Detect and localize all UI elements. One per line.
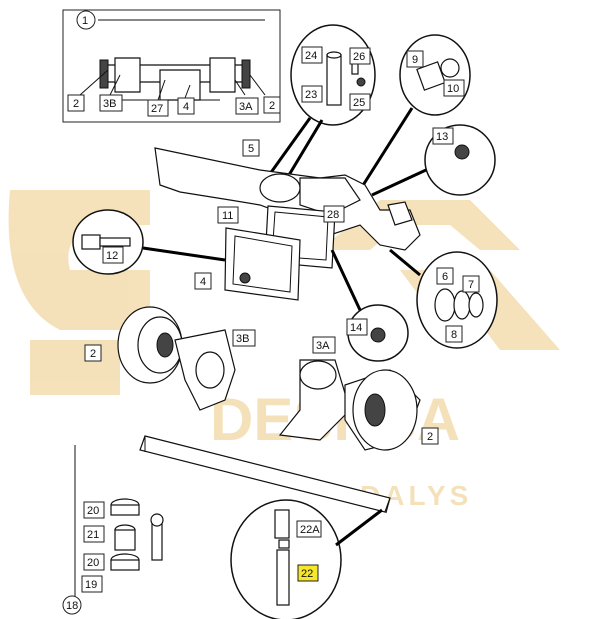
callout-4-top-text: 4: [183, 101, 189, 113]
callout-3a: 3A: [312, 336, 336, 354]
callout-27-text: 27: [151, 103, 163, 115]
callout-2a-text: 2: [73, 98, 79, 110]
callout-21: 21: [83, 525, 105, 543]
callout-24-text: 24: [305, 50, 317, 62]
callout-1: 1: [76, 10, 96, 30]
callout-13: 13: [432, 127, 454, 145]
callout-2b-text: 2: [269, 100, 275, 112]
callout-14: 14: [346, 318, 368, 336]
callout-4-text: 4: [200, 276, 206, 288]
callout-5: 5: [242, 139, 260, 157]
callout-8-text: 8: [451, 329, 457, 341]
callout-9: 9: [406, 50, 424, 68]
callout-3a-top: 3A: [235, 97, 259, 115]
detail-circle-kingpin: [230, 499, 383, 619]
callout-6-text: 6: [442, 271, 448, 283]
right-hub: [278, 359, 421, 451]
callout-7-text: 7: [468, 279, 474, 291]
callout-6: 6: [436, 267, 454, 285]
callout-23: 23: [301, 85, 323, 103]
callout-5-text: 5: [248, 143, 254, 155]
callout-18-text: 18: [66, 600, 78, 612]
detail-circle-nut: [330, 249, 409, 362]
bushing-stack: [74, 445, 164, 612]
callout-22: 22: [297, 564, 319, 582]
callout-22a: 22A: [296, 520, 322, 538]
callout-10-text: 10: [447, 83, 459, 95]
callout-3b: 3B: [232, 329, 256, 347]
callout-11: 11: [217, 206, 239, 224]
callout-3a-text: 3A: [316, 340, 330, 352]
callout-26: 26: [349, 47, 371, 65]
overview-inset: [62, 9, 281, 123]
callout-2c-text: 2: [90, 348, 96, 360]
left-hub: [117, 306, 236, 411]
callout-26-text: 26: [353, 51, 365, 63]
tie-rod: [139, 435, 391, 514]
callout-20b-text: 20: [87, 557, 99, 569]
callout-4-top: 4: [177, 97, 195, 115]
callout-19: 19: [81, 575, 103, 593]
callout-10: 10: [443, 79, 465, 97]
callout-3b-top-text: 3B: [103, 98, 116, 110]
callout-25: 25: [349, 93, 371, 111]
callout-2d-text: 2: [427, 431, 433, 443]
callout-4: 4: [194, 272, 212, 290]
callout-1-text: 1: [82, 15, 88, 27]
callout-23-text: 23: [305, 89, 317, 101]
callout-14-text: 14: [350, 322, 362, 334]
callout-8: 8: [445, 325, 463, 343]
callout-28-text: 28: [327, 209, 339, 221]
callout-25-text: 25: [353, 97, 365, 109]
callout-13-text: 13: [436, 131, 448, 143]
callout-12: 12: [102, 246, 124, 264]
callout-22a-text: 22A: [300, 524, 320, 536]
callout-20a-text: 20: [87, 505, 99, 517]
callout-24: 24: [301, 46, 323, 64]
callout-9-text: 9: [412, 54, 418, 66]
callout-27: 27: [147, 99, 169, 117]
callout-21-text: 21: [87, 529, 99, 541]
callout-22-text: 22: [301, 568, 313, 580]
callout-2d: 2: [421, 427, 439, 445]
callout-18: 18: [62, 595, 82, 615]
callout-2a: 2: [67, 94, 85, 112]
callout-20a: 20: [83, 501, 105, 519]
axle-housing: [154, 147, 421, 251]
callout-12-text: 12: [106, 250, 118, 262]
cover-and-gasket: [224, 205, 336, 301]
callout-19-text: 19: [85, 579, 97, 591]
callout-11-text: 11: [222, 210, 233, 222]
detail-circle-bolt: [72, 209, 226, 275]
callout-2c: 2: [84, 344, 102, 362]
callout-2b: 2: [263, 96, 281, 114]
callout-3b-text: 3B: [236, 333, 249, 345]
callout-3a-top-text: 3A: [239, 101, 253, 113]
callout-20b: 20: [83, 553, 105, 571]
callout-3b-top: 3B: [99, 94, 123, 112]
callout-28: 28: [323, 205, 345, 223]
callout-7: 7: [462, 275, 480, 293]
